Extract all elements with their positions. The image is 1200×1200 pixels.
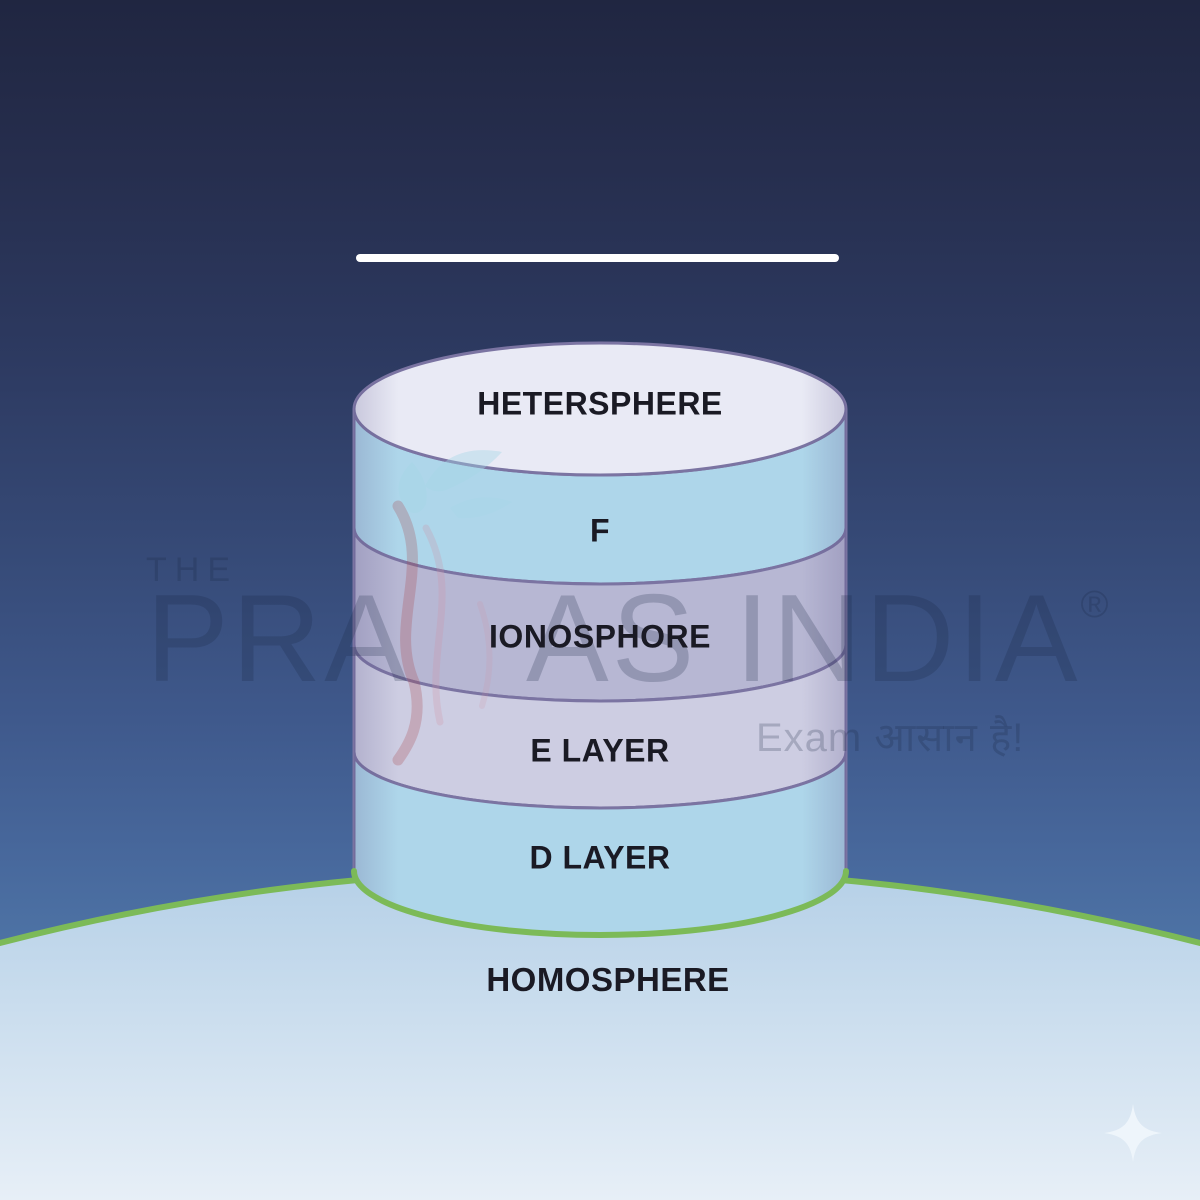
sparkle-icon (1104, 1104, 1162, 1162)
cylinder-base-green-rim (351, 868, 849, 938)
label-hetersphere: HETERSPHERE (477, 385, 723, 422)
cylinder-side-shading (354, 343, 846, 935)
label-e-layer: E LAYER (530, 732, 670, 769)
label-d-layer: D LAYER (529, 839, 671, 876)
label-f-layer: F (589, 512, 611, 549)
top-divider-line (356, 254, 839, 262)
label-ionosphore: IONOSPHORE (489, 618, 711, 655)
label-homosphere: HOMOSPHERE (486, 961, 730, 998)
prayas-flame-logo-icon (392, 450, 512, 766)
ground-mound (0, 869, 1200, 1200)
